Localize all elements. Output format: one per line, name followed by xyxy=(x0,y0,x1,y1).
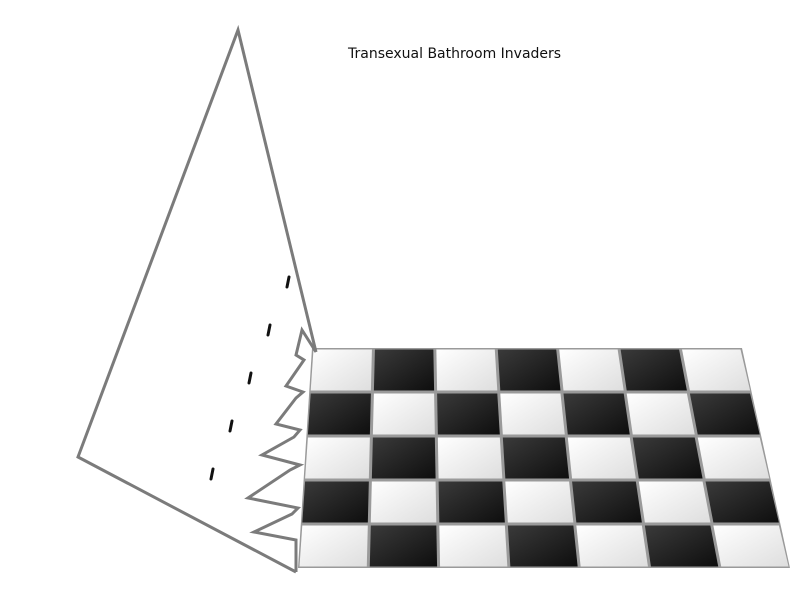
ship-dash-mark xyxy=(209,467,215,481)
floor-tile-dark xyxy=(438,481,505,523)
floor-tile-light xyxy=(638,481,711,523)
floor-tile-dark xyxy=(373,349,435,391)
floor-tile-light xyxy=(370,481,437,523)
floor-tile-light xyxy=(682,349,751,391)
floor-tile-dark xyxy=(307,393,371,435)
floor-tile-light xyxy=(310,349,372,391)
ship-dash-mark xyxy=(285,275,291,289)
ship-dash-mark xyxy=(247,371,253,385)
floor-tile-dark xyxy=(369,525,438,567)
floor-tile-light xyxy=(437,437,503,479)
floor-tile-light xyxy=(439,525,508,567)
floor-tile-light xyxy=(697,437,770,479)
floor-tile-dark xyxy=(497,349,561,391)
floor-tile-light xyxy=(567,437,636,479)
floor-tile-dark xyxy=(302,481,369,523)
floor-tile-dark xyxy=(502,437,570,479)
floor-tile-dark xyxy=(632,437,703,479)
floor-tile-dark xyxy=(620,349,687,391)
ship-dash-mark xyxy=(266,323,272,337)
floor-tile-dark xyxy=(437,393,500,435)
floor-tile-light xyxy=(372,393,435,435)
floor-tile-dark xyxy=(689,393,760,435)
floor-tile-light xyxy=(299,525,368,567)
ship-toothed-edge xyxy=(244,326,318,572)
floor-tile-light xyxy=(559,349,624,391)
floor-tile-dark xyxy=(705,481,779,523)
floor-tile-light xyxy=(576,525,648,567)
floor-tile-light xyxy=(436,349,498,391)
checkered-bathroom-floor xyxy=(298,348,790,568)
floor-tile-dark xyxy=(563,393,630,435)
floor-tile-light xyxy=(626,393,695,435)
ship-hull-outline xyxy=(76,24,318,574)
floor-tile-light xyxy=(305,437,370,479)
floor-tile-dark xyxy=(507,525,578,567)
floor-tile-dark xyxy=(572,481,642,523)
floor-tile-dark xyxy=(644,525,719,567)
floor-tile-light xyxy=(500,393,565,435)
floor-tile-light xyxy=(713,525,789,567)
invader-ship[interactable] xyxy=(76,24,318,574)
game-title: Transexual Bathroom Invaders xyxy=(348,46,562,62)
floor-tile-light xyxy=(505,481,574,523)
ship-dash-mark xyxy=(228,419,234,433)
floor-tile-dark xyxy=(371,437,436,479)
ship-dash-marks xyxy=(209,275,291,481)
